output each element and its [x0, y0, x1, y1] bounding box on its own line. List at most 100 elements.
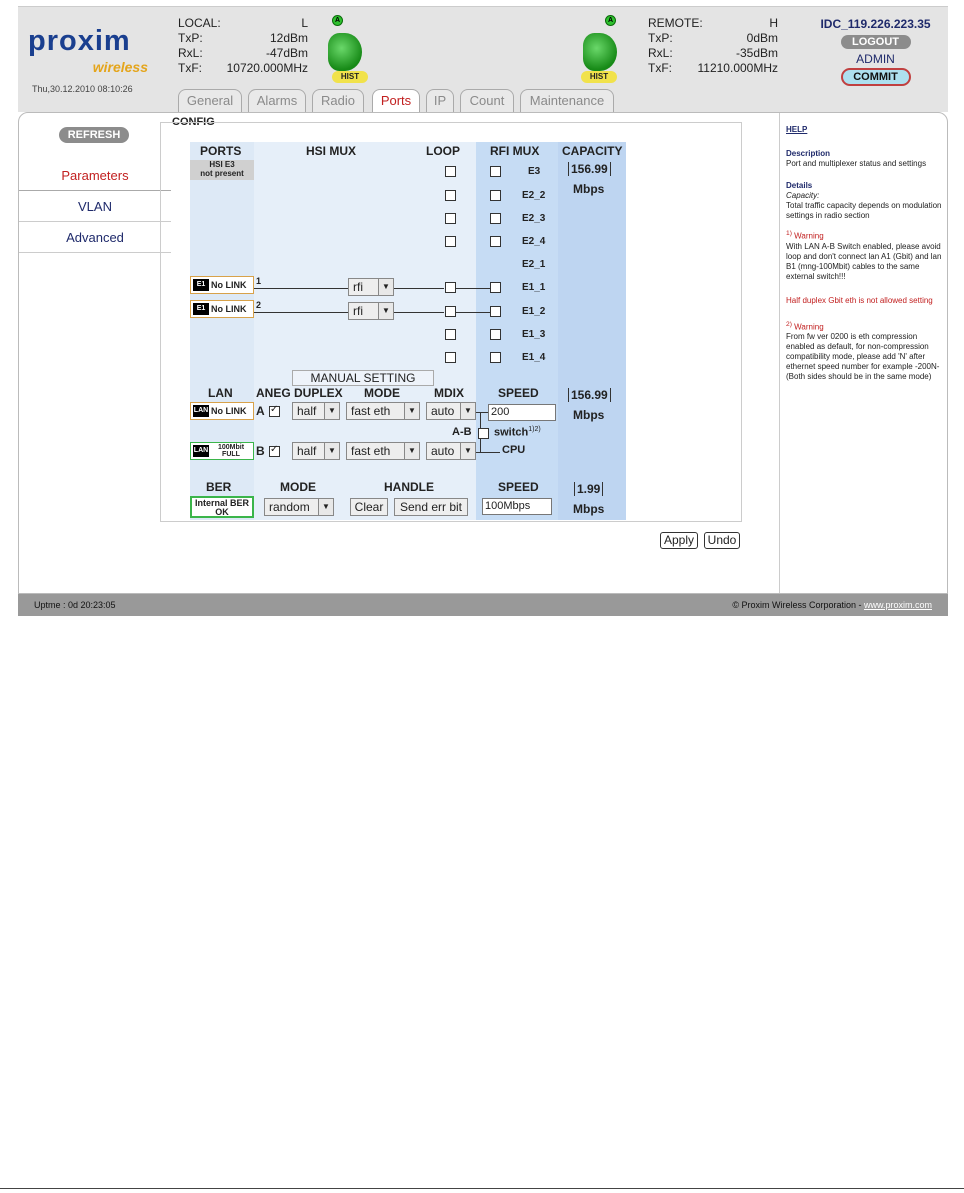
- sidebar-item-advanced[interactable]: Advanced: [19, 222, 171, 253]
- help-title: HELP: [786, 125, 808, 134]
- lan-capacity-unit: Mbps: [573, 408, 605, 422]
- lan-a-aneg-checkbox[interactable]: [269, 404, 280, 417]
- rfi-checkbox-e2_3[interactable]: [490, 213, 501, 224]
- loop-checkbox-e1_4[interactable]: [445, 352, 456, 363]
- ports-column: [190, 142, 254, 520]
- loop-header: LOOP: [426, 144, 461, 158]
- cpu-label: CPU: [502, 444, 526, 456]
- manual-setting-label: MANUAL SETTING: [292, 370, 434, 386]
- handle-header: HANDLE: [384, 480, 434, 494]
- tab-alarms[interactable]: Alarms: [248, 89, 306, 113]
- lan-b-aneg-checkbox[interactable]: [269, 444, 280, 457]
- datetime: Thu,30.12.2010 08:10:26: [32, 84, 133, 94]
- rfi-checkbox-e1_4[interactable]: [490, 352, 501, 363]
- copyright-text: © Proxim Wireless Corporation -: [732, 600, 864, 610]
- capacity-top-unit: Mbps: [573, 182, 605, 196]
- logout-button[interactable]: LOGOUT: [840, 35, 911, 49]
- remote-txf: 11210.000MHz: [697, 61, 779, 75]
- commit-button[interactable]: COMMIT: [840, 68, 911, 86]
- rfi-checkbox-e1_3[interactable]: [490, 329, 501, 340]
- remote-antenna-icon[interactable]: A HIST: [581, 15, 623, 83]
- bottom-divider: [0, 1188, 964, 1189]
- e1-port-1-mux-select[interactable]: rfi▼: [348, 278, 394, 296]
- tab-ip[interactable]: IP: [426, 89, 454, 113]
- speed-header: SPEED: [498, 386, 539, 400]
- loop-checkbox-e3[interactable]: [445, 166, 456, 177]
- remote-side: H: [769, 16, 778, 30]
- lan-b-duplex-select[interactable]: half▼: [292, 442, 340, 460]
- help-warn2-sup: 2): [786, 320, 792, 328]
- rfi-label-e1_4: E1_4: [522, 352, 546, 363]
- chevron-down-icon: ▼: [318, 499, 333, 515]
- lan-a-mdix-select[interactable]: auto▼: [426, 402, 476, 420]
- loop-checkbox-e2_2[interactable]: [445, 190, 456, 201]
- tab-general[interactable]: General: [178, 89, 242, 113]
- loop-checkbox-e2_4[interactable]: [445, 236, 456, 247]
- help-warn2-title: Warning: [794, 322, 824, 332]
- rfi-label-e2_4: E2_4: [522, 236, 546, 247]
- undo-button[interactable]: Undo: [704, 532, 740, 549]
- sidebar-item-parameters[interactable]: Parameters: [19, 160, 171, 191]
- loop-checkbox-e1_1[interactable]: [445, 282, 456, 293]
- lan-a-duplex-select[interactable]: half▼: [292, 402, 340, 420]
- remote-txp-label: TxP:: [648, 31, 673, 45]
- ber-speed-input[interactable]: 100Mbps: [482, 498, 552, 515]
- lan-a-mode-select[interactable]: fast eth▼: [346, 402, 420, 420]
- chevron-down-icon: ▼: [378, 303, 393, 319]
- lan-b-mdix-value: auto: [431, 444, 455, 458]
- tab-radio[interactable]: Radio: [312, 89, 364, 113]
- local-hist-button[interactable]: HIST: [332, 71, 368, 83]
- lan-speed-input[interactable]: 200: [488, 404, 556, 421]
- local-side: L: [301, 16, 308, 30]
- ber-capacity-unit: Mbps: [573, 502, 605, 516]
- sidebar-item-vlan[interactable]: VLAN: [19, 191, 171, 222]
- local-antenna-icon[interactable]: A HIST: [324, 15, 368, 83]
- logo-subtext: wireless: [92, 59, 148, 75]
- tab-count[interactable]: Count: [460, 89, 514, 113]
- local-txp: 12dBm: [269, 31, 308, 45]
- lan-b-duplex-value: half: [297, 444, 317, 458]
- remote-status: REMOTE:H TxP:0dBm RxL:-35dBm TxF:11210.0…: [648, 16, 778, 76]
- ber-mode-header: MODE: [280, 480, 316, 494]
- capacity-top-value: 156.99: [568, 162, 611, 176]
- switch-line-cpu: [476, 452, 500, 453]
- help-desc-title: Description: [786, 149, 831, 158]
- clear-button[interactable]: Clear: [350, 498, 388, 516]
- ber-mode-select[interactable]: random▼: [264, 498, 334, 516]
- lan-b-mode-select[interactable]: fast eth▼: [346, 442, 420, 460]
- lan-b-mdix-select[interactable]: auto▼: [426, 442, 476, 460]
- rfi-checkbox-e3[interactable]: [490, 166, 501, 177]
- hsi-column: [254, 142, 476, 520]
- proxim-link[interactable]: www.proxim.com: [863, 600, 932, 610]
- rfi-checkbox-e1_2[interactable]: [490, 306, 501, 317]
- rfi-label-e1_1: E1_1: [522, 282, 546, 293]
- local-txp-label: TxP:: [178, 31, 203, 45]
- session-box: IDC_119.226.223.35 LOGOUT ADMIN COMMIT: [808, 17, 943, 86]
- footer: Uptme : 0d 20:23:05 © Proxim Wireless Co…: [18, 594, 948, 616]
- config-box: [160, 122, 742, 522]
- rfi-checkbox-e2_2[interactable]: [490, 190, 501, 201]
- loop-checkbox-e2_3[interactable]: [445, 213, 456, 224]
- refresh-button[interactable]: REFRESH: [59, 127, 129, 143]
- remote-hist-button[interactable]: HIST: [581, 71, 617, 83]
- ab-switch-checkbox[interactable]: [478, 428, 489, 439]
- apply-button[interactable]: Apply: [660, 532, 698, 549]
- rfi-checkbox-e1_1[interactable]: [490, 282, 501, 293]
- e1-port-2-mux-select[interactable]: rfi▼: [348, 302, 394, 320]
- chevron-down-icon: ▼: [378, 279, 393, 295]
- remote-txf-label: TxF:: [648, 61, 672, 75]
- send-err-bit-button[interactable]: Send err bit: [394, 498, 468, 516]
- sidebar: REFRESH Parameters VLAN Advanced: [19, 113, 171, 593]
- loop-checkbox-e1_3[interactable]: [445, 329, 456, 340]
- tab-ports[interactable]: Ports: [372, 89, 420, 115]
- remote-rxl: -35dBm: [735, 46, 778, 60]
- rfi-checkbox-e2_4[interactable]: [490, 236, 501, 247]
- alarm-badge: A: [332, 15, 343, 26]
- loop-checkbox-e1_2[interactable]: [445, 306, 456, 317]
- tab-maintenance[interactable]: Maintenance: [520, 89, 614, 113]
- capacity-header: CAPACITY: [562, 144, 623, 158]
- rfi-mux-header: RFI MUX: [490, 144, 540, 158]
- ports-header: PORTS: [200, 144, 242, 158]
